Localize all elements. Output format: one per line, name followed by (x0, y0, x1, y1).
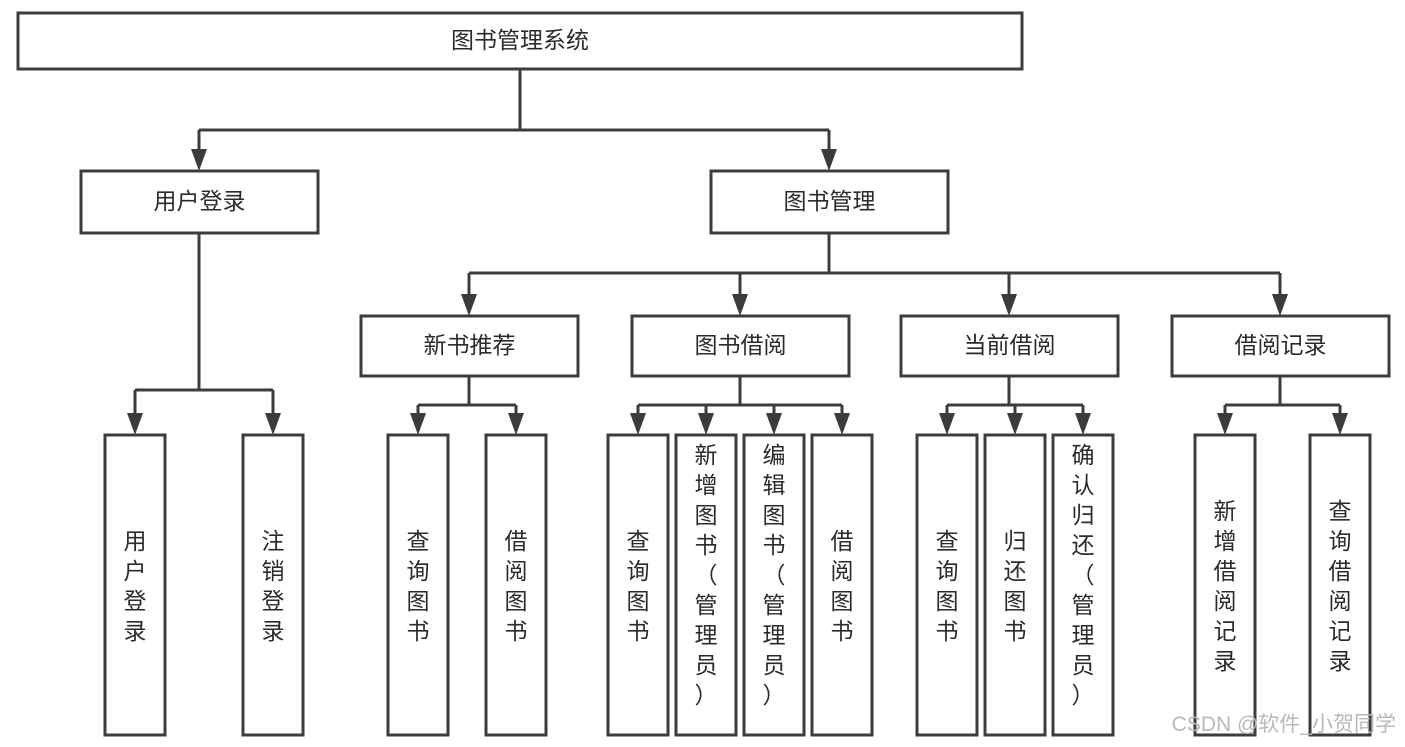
node-label: 查询图书 (627, 528, 650, 644)
node-leaf-user-login[interactable]: 用户登录 (103, 433, 167, 737)
node-box[interactable] (606, 433, 670, 737)
node-box[interactable] (1051, 433, 1115, 737)
node-box[interactable] (1308, 433, 1372, 737)
arrowhead-icon (1217, 413, 1233, 435)
node-label: 新增借阅记录 (1214, 498, 1237, 674)
node-label: 确认归还（管理员） (1072, 442, 1095, 708)
node-leaf-query-book-cur[interactable]: 查询图书 (915, 433, 979, 737)
node-leaf-confirm-return[interactable]: 确认归还（管理员） (1051, 433, 1115, 737)
node-box[interactable] (983, 433, 1047, 737)
node-box[interactable] (386, 433, 450, 737)
node-label: 图书借阅 (695, 332, 787, 358)
arrowhead-icon (410, 413, 426, 435)
node-label: 借阅图书 (831, 528, 854, 644)
node-leaf-return-book[interactable]: 归还图书 (983, 433, 1047, 737)
arrowhead-icon (191, 149, 207, 171)
node-label: 查询图书 (407, 528, 430, 644)
node-box[interactable] (484, 433, 548, 737)
node-label: 注销登录 (262, 528, 285, 644)
node-borrow-record[interactable]: 借阅记录 (1170, 314, 1391, 378)
connector-group (630, 376, 850, 435)
node-leaf-add-record[interactable]: 新增借阅记录 (1193, 433, 1257, 737)
node-book-borrow[interactable]: 图书借阅 (630, 314, 851, 378)
arrowhead-icon (461, 294, 477, 316)
arrowhead-icon (1007, 413, 1023, 435)
arrowhead-icon (834, 413, 850, 435)
node-box[interactable] (915, 433, 979, 737)
arrowhead-icon (508, 413, 524, 435)
node-root[interactable]: 图书管理系统 (16, 11, 1024, 71)
node-label: 编辑图书（管理员） (763, 442, 786, 708)
node-current-borrow[interactable]: 当前借阅 (899, 314, 1120, 378)
node-label: 用户登录 (154, 188, 246, 214)
connector-group (939, 376, 1091, 435)
node-box[interactable] (16, 11, 1024, 71)
arrowhead-icon (1272, 294, 1288, 316)
node-box[interactable] (1170, 314, 1391, 378)
node-leaf-edit-book[interactable]: 编辑图书（管理员） (742, 433, 806, 737)
node-leaf-add-book[interactable]: 新增图书（管理员） (674, 433, 738, 737)
node-box[interactable] (630, 314, 851, 378)
node-label: 当前借阅 (964, 332, 1056, 358)
node-layer: 图书管理系统用户登录图书管理新书推荐图书借阅当前借阅借阅记录用户登录注销登录查询… (16, 11, 1391, 737)
node-leaf-query-book-rec[interactable]: 查询图书 (386, 433, 450, 737)
node-leaf-borrow-book-rec[interactable]: 借阅图书 (484, 433, 548, 737)
node-box[interactable] (103, 433, 167, 737)
node-box[interactable] (810, 433, 874, 737)
node-label: 新书推荐 (424, 332, 516, 358)
node-box[interactable] (742, 433, 806, 737)
node-label: 图书管理系统 (451, 27, 589, 53)
node-box[interactable] (899, 314, 1120, 378)
node-box[interactable] (79, 169, 320, 235)
connector-layer (127, 69, 1348, 435)
connector-group (410, 376, 524, 435)
arrowhead-icon (1332, 413, 1348, 435)
node-label: 借阅图书 (505, 528, 528, 644)
arrowhead-icon (1075, 413, 1091, 435)
arrowhead-icon (630, 413, 646, 435)
node-box[interactable] (709, 169, 950, 235)
node-box[interactable] (1193, 433, 1257, 737)
node-label: 用户登录 (124, 528, 147, 644)
node-box[interactable] (359, 314, 580, 378)
connector-group (461, 233, 1288, 316)
arrowhead-icon (732, 294, 748, 316)
node-label: 新增图书（管理员） (695, 442, 718, 708)
node-user-login[interactable]: 用户登录 (79, 169, 320, 235)
node-label: 归还图书 (1004, 528, 1027, 644)
arrowhead-icon (1001, 294, 1017, 316)
node-box[interactable] (241, 433, 305, 737)
arrowhead-icon (127, 413, 143, 435)
node-leaf-borrow-book[interactable]: 借阅图书 (810, 433, 874, 737)
arrowhead-icon (821, 149, 837, 171)
node-leaf-logout[interactable]: 注销登录 (241, 433, 305, 737)
arrowhead-icon (766, 413, 782, 435)
node-new-book-rec[interactable]: 新书推荐 (359, 314, 580, 378)
arrowhead-icon (698, 413, 714, 435)
arrowhead-icon (265, 413, 281, 435)
arrowhead-icon (939, 413, 955, 435)
connector-group (1217, 376, 1348, 435)
node-label: 查询图书 (936, 528, 959, 644)
connector-group (191, 69, 837, 171)
node-label: 借阅记录 (1235, 332, 1327, 358)
node-label: 图书管理 (784, 188, 876, 214)
node-book-manage[interactable]: 图书管理 (709, 169, 950, 235)
connector-group (127, 233, 281, 435)
node-leaf-query-record[interactable]: 查询借阅记录 (1308, 433, 1372, 737)
node-label: 查询借阅记录 (1329, 498, 1352, 674)
csdn-watermark: CSDN @软件_小贺同学 (1172, 713, 1396, 736)
node-leaf-query-book[interactable]: 查询图书 (606, 433, 670, 737)
node-box[interactable] (674, 433, 738, 737)
